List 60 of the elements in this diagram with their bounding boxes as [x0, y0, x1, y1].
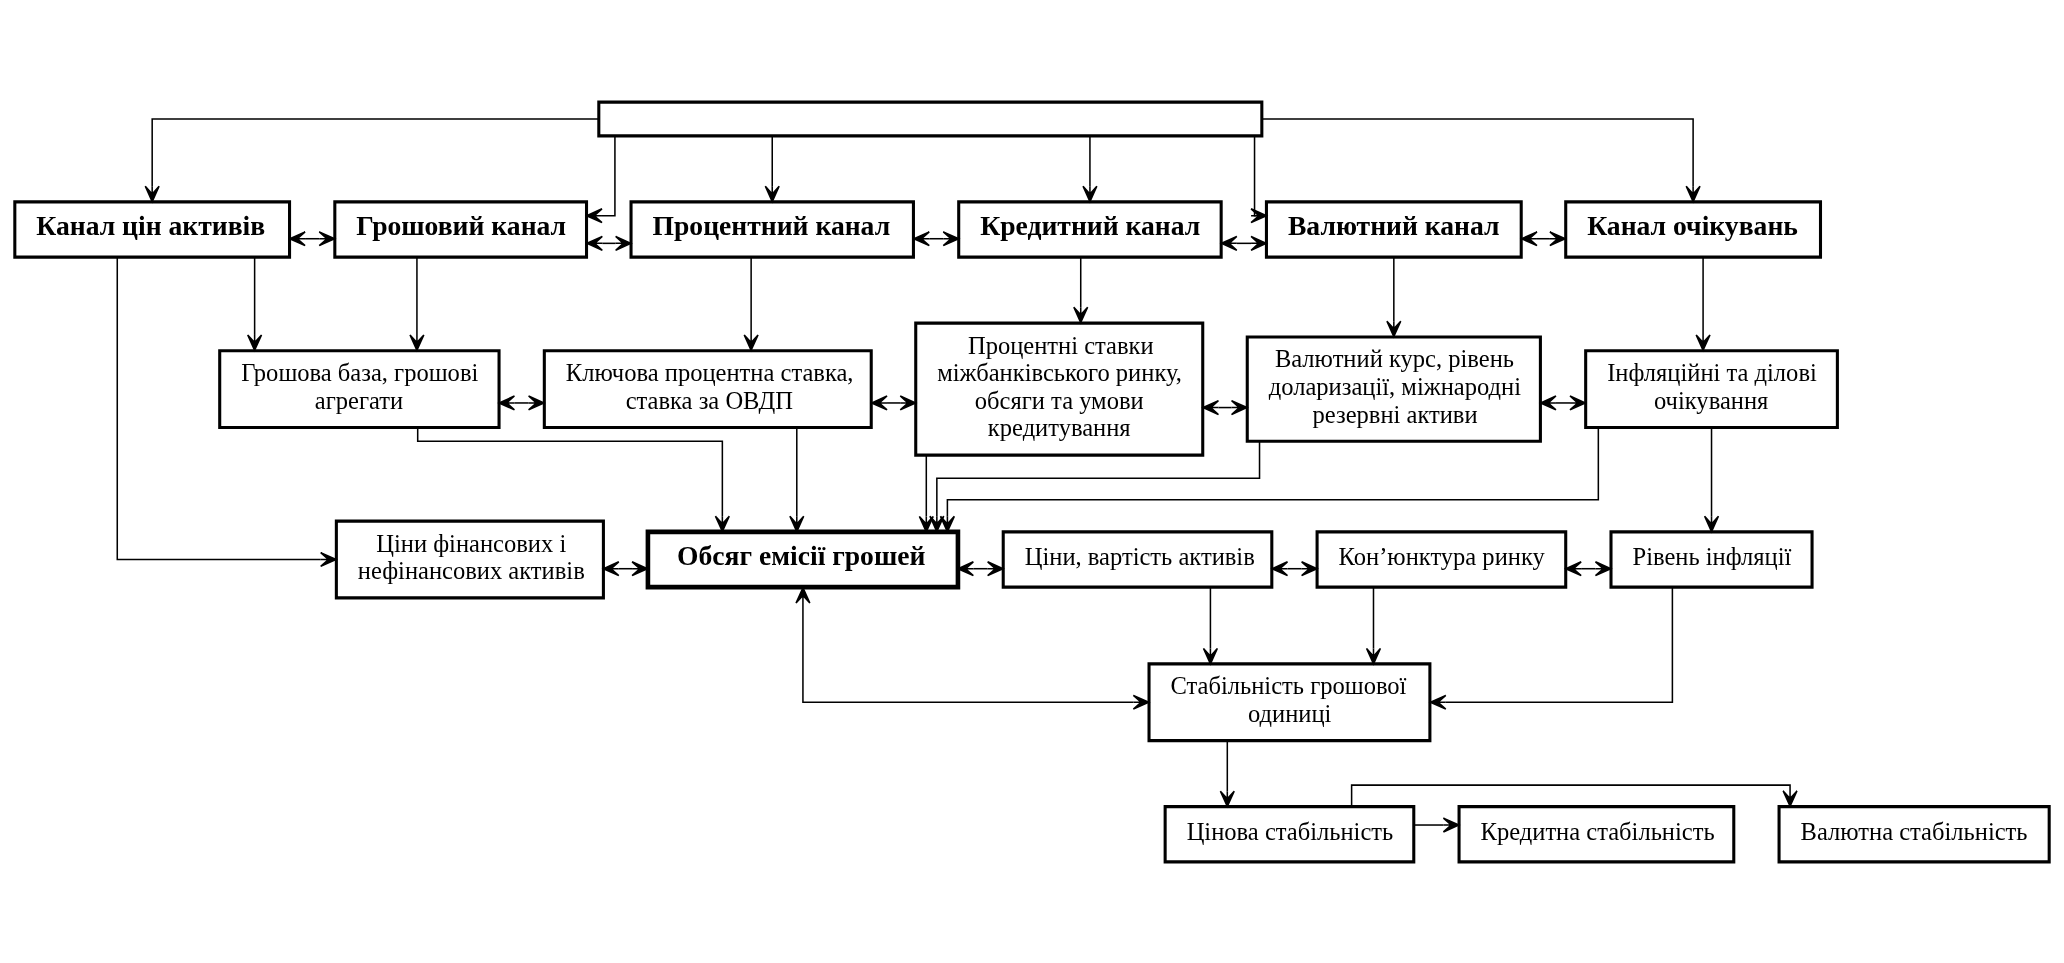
node-box: Валютний канал [1264, 199, 1523, 259]
arrow [586, 235, 632, 251]
arrow [1082, 135, 1098, 202]
node-box: Валютна стабільність [1777, 804, 2051, 863]
arrow [1695, 256, 1711, 351]
node-box: Рівень інфляції [1609, 529, 1814, 589]
arrow [913, 230, 960, 246]
node-box: Грошова база, грошові агрегати [218, 348, 501, 429]
node-box: Стабільність грошової одиниці [1147, 661, 1432, 742]
arrow [416, 426, 731, 532]
node-box: Ціни, вартість активів [1001, 529, 1274, 589]
arrow [743, 256, 759, 351]
arrow [1539, 394, 1587, 411]
arrow [1365, 586, 1382, 665]
arrow [918, 454, 934, 533]
arrow [1250, 135, 1268, 223]
node-box: Канал цін активів [13, 199, 292, 259]
node-box: Валютний курс, рівень доларизації, міжнародні резервні активи [1245, 334, 1542, 443]
node-box: Процентні ставки міжбанківського ринку, обсяги та умови кредитування [914, 321, 1205, 457]
node-box: Обсяг емісії грошей [645, 529, 961, 589]
node-box: Кон’юнктура ринку [1315, 529, 1568, 589]
node-box: Ціни фінансових і нефінансових активів [334, 519, 605, 599]
arrow [1202, 586, 1219, 665]
node-box: Канал очікувань [1564, 199, 1823, 259]
arrow [1565, 560, 1612, 576]
arrow [764, 135, 780, 202]
arrow [498, 394, 545, 411]
arrow [929, 440, 1261, 532]
arrow [585, 135, 616, 223]
arrow [1261, 117, 1701, 202]
node-box: Грошовий канал [333, 199, 589, 259]
arrow [939, 426, 1600, 532]
arrow [409, 256, 425, 351]
arrow [602, 560, 649, 576]
arrow [1271, 560, 1318, 576]
arrow [1202, 399, 1248, 415]
node-box: Кредитний канал [957, 199, 1223, 259]
node-box: Інфляційні та ділові очікування [1584, 348, 1839, 429]
arrow [1429, 586, 1674, 710]
arrow [1220, 235, 1268, 251]
arrow [116, 256, 337, 567]
arrow [1073, 256, 1089, 323]
arrow [789, 426, 805, 532]
node-box: Цінова стабільність [1163, 804, 1416, 863]
arrow [1413, 816, 1460, 833]
arrow [870, 394, 917, 411]
arrow [1219, 739, 1235, 807]
arrow [1386, 256, 1402, 337]
arrow [144, 117, 600, 202]
node-box: Ключова процентна ставка, ставка за ОВДП [542, 348, 873, 429]
node-box: Кредитна стабільність [1457, 804, 1736, 863]
arrow [1520, 230, 1567, 246]
arrow [795, 586, 1150, 710]
arrow [1703, 426, 1720, 532]
arrow [246, 256, 263, 351]
node-box [597, 100, 1264, 137]
arrow [288, 230, 336, 246]
arrow [957, 560, 1004, 576]
arrow [1350, 783, 1798, 807]
node-box: Процентний канал [629, 199, 915, 259]
